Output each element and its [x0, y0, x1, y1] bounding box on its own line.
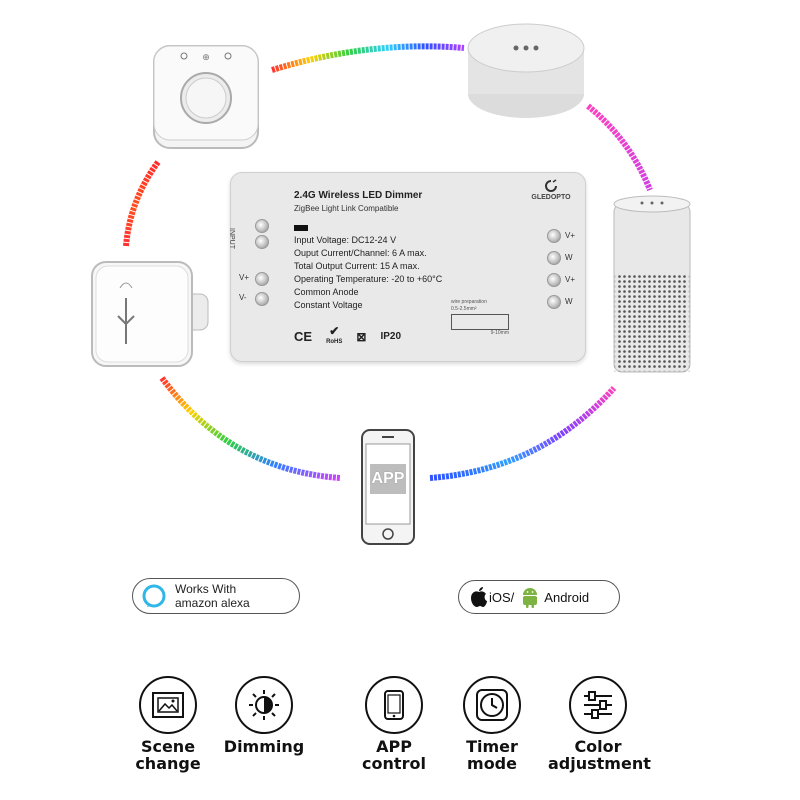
right-terminal-2	[547, 251, 561, 265]
smart-speaker-round-image	[464, 22, 588, 127]
status-led-bar	[294, 225, 308, 231]
weee-bin-icon: ⊠	[356, 329, 367, 344]
feature-color-line2: adjustment	[548, 754, 651, 773]
feature-app-line1: APP	[376, 737, 412, 756]
input-negative-terminal	[255, 235, 269, 249]
controller-title: 2.4G Wireless LED Dimmer	[294, 190, 423, 201]
clock-icon	[463, 676, 521, 734]
phone-icon	[365, 676, 423, 734]
right-terminal-3	[547, 273, 561, 287]
arc-bottom-right	[429, 385, 617, 481]
left-terminal-label-vplus: V+	[239, 273, 250, 282]
arc-left	[123, 160, 161, 247]
arc-top	[271, 43, 465, 73]
feature-app-line2: control	[362, 754, 426, 773]
led-dimmer-controller: 2.4G Wireless LED Dimmer ZigBee Light Li…	[228, 172, 586, 362]
feature-scene-line1: Scene	[140, 737, 196, 756]
controller-subtitle: ZigBee Light Link Compatible	[294, 204, 399, 213]
ios-label: iOS/	[489, 589, 515, 605]
apple-icon	[471, 587, 487, 607]
feature-dimming: Dimming	[214, 676, 314, 755]
ce-mark: CE	[294, 329, 313, 344]
spec-output-current: Ouput Current/Channel: 6 A max.	[294, 248, 427, 258]
android-label: Android	[544, 589, 590, 605]
works-with-alexa-badge: Works With amazon alexa	[132, 578, 300, 614]
rohs-mark: ✔RoHS	[326, 324, 343, 345]
left-terminal-vminus	[255, 292, 269, 306]
wiring-note: wire preparation	[451, 299, 487, 305]
strip-length: 9-10mm	[490, 330, 509, 336]
alexa-line-2: amazon alexa	[175, 596, 250, 610]
wiring-diagram: wire preparation 0.5-2.5mm² 9-10mm	[451, 299, 509, 337]
feature-timer-line2: mode	[467, 754, 517, 773]
input-label: INPUT	[228, 228, 235, 249]
spec-input-voltage: Input Voltage: DC12-24 V	[294, 235, 397, 245]
smart-speaker-tall-image	[612, 194, 692, 385]
feature-scene-line2: change	[135, 754, 201, 773]
right-terminal-1	[547, 229, 561, 243]
feature-color-line1: Color	[574, 737, 622, 756]
input-positive-terminal	[255, 219, 269, 233]
wire-strip-illustration	[451, 314, 509, 330]
right-terminal-label-3: V+	[565, 275, 576, 284]
dimming-icon	[235, 676, 293, 734]
android-icon	[523, 588, 538, 608]
right-terminal-4	[547, 295, 561, 309]
spec-common-anode: Common Anode	[294, 287, 359, 297]
left-terminal-label-vminus: V-	[239, 293, 247, 302]
feature-dimming-line1: Dimming	[223, 737, 305, 756]
rohs-label: RoHS	[326, 339, 343, 345]
phone-screen-text: APP	[371, 470, 405, 487]
brand-logo: GLEDOPTO	[521, 179, 581, 201]
hue-bridge-image: ⊕	[150, 42, 262, 157]
alexa-icon	[142, 584, 166, 608]
brand-name: GLEDOPTO	[531, 194, 571, 201]
spec-total-current: Total Output Current: 15 A max.	[294, 261, 420, 271]
right-terminal-label-1: V+	[565, 231, 576, 240]
arc-right	[586, 103, 653, 192]
ios-android-badge: iOS/ Android	[458, 580, 620, 614]
svg-text:⊕: ⊕	[202, 53, 210, 63]
feature-timer-line1: Timer	[466, 737, 518, 756]
alexa-line-1: Works With	[175, 582, 237, 596]
brand-icon	[545, 179, 557, 192]
smartphone-image: APP	[360, 428, 416, 551]
spec-constant-voltage: Constant Voltage	[294, 300, 363, 310]
right-terminal-label-2: W	[565, 253, 573, 262]
scene-icon	[139, 676, 197, 734]
smart-plug-image	[90, 258, 214, 375]
right-terminal-label-4: W	[565, 297, 573, 306]
arc-bottom-left	[159, 376, 341, 481]
sliders-icon	[569, 676, 627, 734]
wiring-spec: 0.5-2.5mm²	[451, 305, 477, 312]
left-terminal-vplus	[255, 272, 269, 286]
spec-operating-temp: Operating Temperature: -20 to +60°C	[294, 274, 443, 284]
ip-rating: IP20	[380, 331, 402, 342]
certification-marks: CE ✔RoHS ⊠ IP20	[294, 324, 402, 346]
